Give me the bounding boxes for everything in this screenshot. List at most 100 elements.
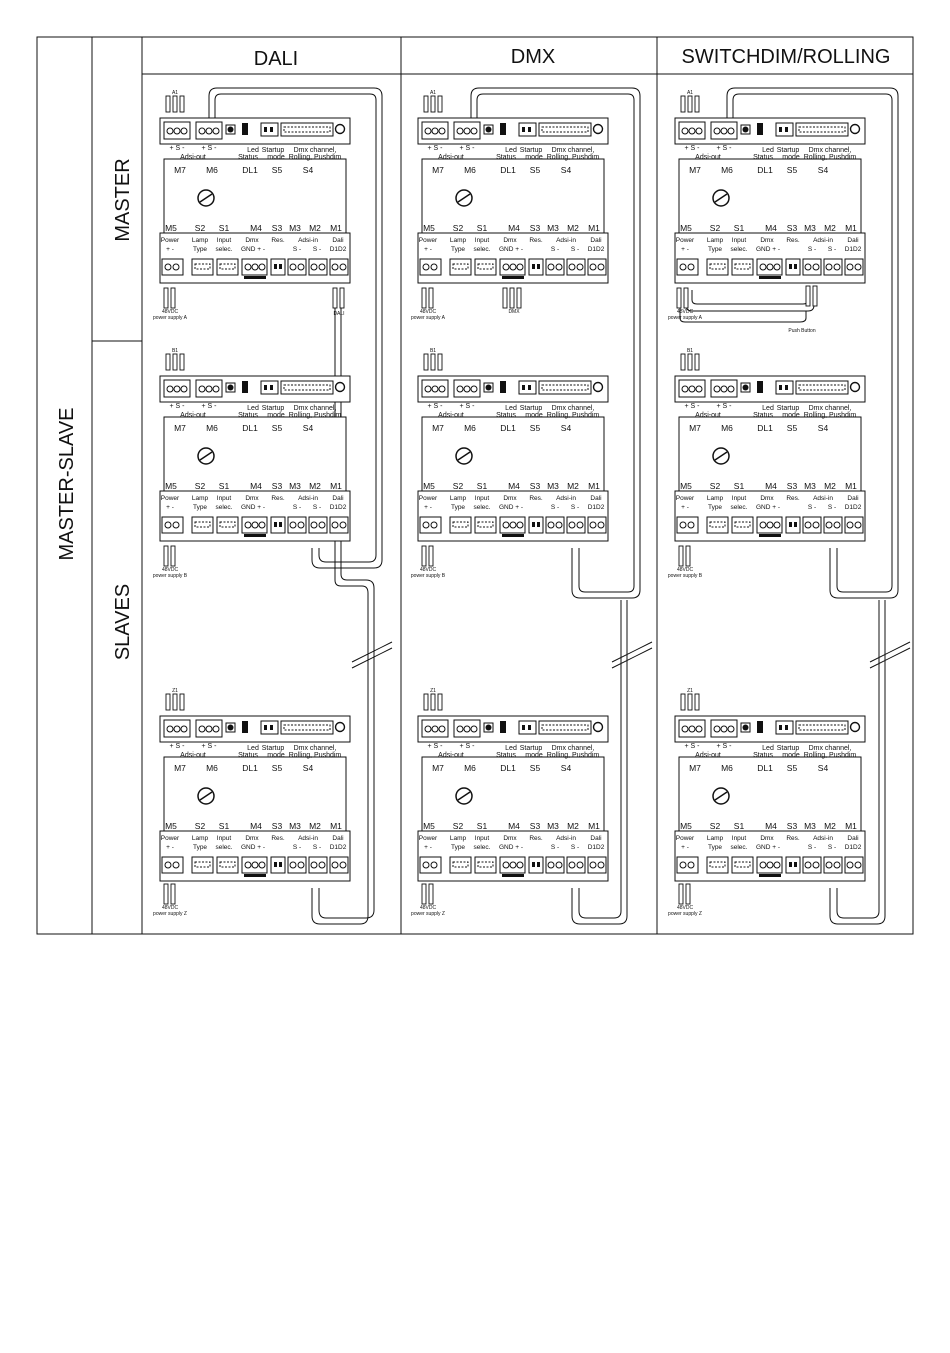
mid-bottom-label: M5 <box>423 223 435 233</box>
mid-bottom-label: S3 <box>787 481 798 491</box>
bottom-sub-label: selec. <box>216 246 233 253</box>
bottom-label: Dmx <box>503 237 517 244</box>
mid-top-label: S5 <box>787 165 798 175</box>
mode-label: mode <box>782 154 800 161</box>
bottom-sub-label: S - <box>808 844 816 851</box>
mid-bottom-label: M1 <box>330 481 342 491</box>
bottom-label: Dali <box>590 237 601 244</box>
mid-bottom-label: M4 <box>508 223 520 233</box>
bottom-sub-label: Type <box>708 844 722 851</box>
bottom-label: Dmx <box>245 495 259 502</box>
bottom-label: Input <box>217 237 232 244</box>
status-label: Status <box>753 412 773 419</box>
mid-bottom-label: M4 <box>250 821 262 831</box>
bottom-sub-label: S - <box>293 504 301 511</box>
module-tag: B1 <box>430 348 436 354</box>
mid-top-label: S4 <box>818 763 829 773</box>
bottom-sub-label: D1D2 <box>845 504 862 511</box>
mid-top-label: M7 <box>432 423 444 433</box>
mid-bottom-label: M3 <box>804 481 816 491</box>
bottom-label: Adsi-in <box>556 237 576 244</box>
mid-bottom-label: M2 <box>567 223 579 233</box>
bottom-sub-label: + - <box>424 504 432 511</box>
dmx-channel-label: Dmx channel, <box>809 147 852 154</box>
bottom-label: Input <box>732 835 747 842</box>
mid-top-label: S4 <box>818 165 829 175</box>
bottom-sub-label: GND + - <box>756 844 780 851</box>
mid-bottom-label: S2 <box>195 223 206 233</box>
status-label: Status <box>496 752 516 759</box>
led-label: Led <box>762 745 774 752</box>
mode-label: mode <box>267 752 285 759</box>
bottom-label: Dali <box>590 495 601 502</box>
mid-bottom-label: S3 <box>787 223 798 233</box>
bottom-label: Res. <box>529 495 543 502</box>
bottom-sub-label: S - <box>313 504 321 511</box>
bottom-label: Res. <box>786 237 800 244</box>
bottom-label: Adsi-in <box>298 237 318 244</box>
module-dmx-slave-2 <box>417 715 609 882</box>
rolling-pushdim-label: Rolling, Pushdim <box>804 154 857 161</box>
startup-label: Startup <box>777 405 800 412</box>
mode-label: mode <box>782 752 800 759</box>
mid-bottom-label: M1 <box>845 223 857 233</box>
mode-label: mode <box>525 154 543 161</box>
bottom-label: Dali <box>847 237 858 244</box>
mid-top-label: M6 <box>464 763 476 773</box>
bottom-label: Res. <box>271 835 285 842</box>
bottom-label: Adsi-in <box>298 835 318 842</box>
bottom-sub-label: GND + - <box>241 246 265 253</box>
bottom-sub-label: selec. <box>474 246 491 253</box>
adsi-out-label: Adsi-out <box>438 752 464 759</box>
startup-label: Startup <box>262 405 285 412</box>
mid-top-label: S4 <box>303 763 314 773</box>
module-label-group: + S -+ S -Adsi-outLedStatusStartupmodeDm… <box>676 145 862 253</box>
dmx-channel-label: Dmx channel, <box>294 405 337 412</box>
mid-bottom-label: S3 <box>272 481 283 491</box>
mid-top-label: M6 <box>464 165 476 175</box>
header-dali: DALI <box>254 48 298 70</box>
module-tag: B1 <box>687 348 693 354</box>
supply-voltage-label: 48VDC <box>677 309 694 315</box>
rolling-pushdim-label: Rolling, Pushdim <box>804 752 857 759</box>
bottom-sub-label: + - <box>424 844 432 851</box>
mid-bottom-label: S2 <box>710 821 721 831</box>
mid-bottom-label: M5 <box>423 481 435 491</box>
mid-top-label: S4 <box>303 165 314 175</box>
dmx-channel-label: Dmx channel, <box>809 745 852 752</box>
top-terminal-label: + S - <box>428 145 444 152</box>
bottom-label: Input <box>475 237 490 244</box>
module-switch-slave-1 <box>674 375 866 542</box>
mid-bottom-label: M4 <box>765 223 777 233</box>
top-terminal-label: + S - <box>717 743 733 750</box>
bottom-sub-label: selec. <box>731 504 748 511</box>
mid-bottom-label: S2 <box>453 223 464 233</box>
rolling-pushdim-label: Rolling, Pushdim <box>547 752 600 759</box>
supply-label: power supply Z <box>153 911 187 917</box>
module-dmx-slave-1 <box>417 375 609 542</box>
bottom-label: Res. <box>529 835 543 842</box>
bottom-label: Lamp <box>192 495 209 502</box>
startup-label: Startup <box>262 745 285 752</box>
mid-bottom-label: S3 <box>787 821 798 831</box>
rolling-pushdim-label: Rolling, Pushdim <box>289 154 342 161</box>
top-terminal-label: + S - <box>202 145 218 152</box>
mid-top-label: DL1 <box>242 423 258 433</box>
adsi-out-label: Adsi-out <box>438 154 464 161</box>
table-grid <box>36 36 914 935</box>
supply-voltage-label: 48VDC <box>162 309 179 315</box>
mid-bottom-label: S1 <box>477 481 488 491</box>
module-label-group: + S -+ S -Adsi-outLedStatusStartupmodeDm… <box>676 403 862 511</box>
module-dali-slave-1 <box>159 375 351 542</box>
module-label-group: + S -+ S -Adsi-outLedStatusStartupmodeDm… <box>161 145 347 253</box>
module-dali-master <box>159 117 351 284</box>
side-label-master: MASTER <box>112 158 134 241</box>
mid-top-label: DL1 <box>500 423 516 433</box>
mid-bottom-label: M5 <box>165 223 177 233</box>
bottom-label: Power <box>161 835 180 842</box>
supply-voltage-label: 48VDC <box>677 567 694 573</box>
mid-top-label: S5 <box>530 763 541 773</box>
led-label: Led <box>762 405 774 412</box>
top-terminal-label: + S - <box>170 145 186 152</box>
mid-top-label: M6 <box>206 423 218 433</box>
